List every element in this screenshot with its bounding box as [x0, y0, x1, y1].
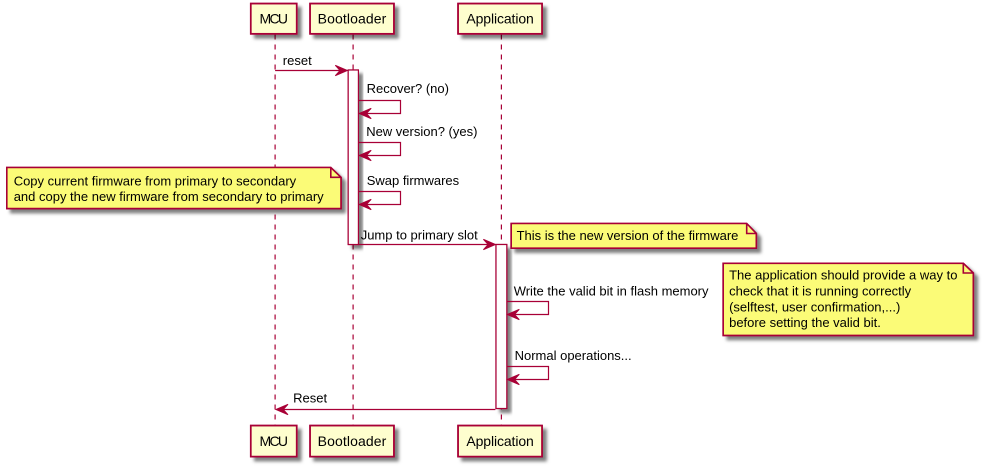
svg-text:New version? (yes): New version? (yes): [366, 124, 477, 139]
svg-text:before setting the valid bit.: before setting the valid bit.: [729, 315, 881, 330]
svg-text:MCU: MCU: [260, 433, 289, 449]
svg-text:reset: reset: [283, 53, 312, 68]
svg-text:check that it is running corre: check that it is running correctly: [729, 284, 912, 299]
svg-text:This is the new version of the: This is the new version of the firmware: [517, 228, 739, 243]
svg-text:Copy current firmware from pri: Copy current firmware from primary to se…: [14, 174, 297, 189]
svg-text:Application: Application: [466, 433, 533, 449]
svg-text:The application should provide: The application should provide a way to: [729, 267, 957, 282]
svg-text:Swap firmwares: Swap firmwares: [367, 173, 460, 188]
svg-text:Bootloader: Bootloader: [318, 433, 387, 449]
svg-text:MCU: MCU: [260, 10, 289, 26]
svg-text:Reset: Reset: [293, 390, 327, 405]
svg-text:Normal operations...: Normal operations...: [515, 348, 632, 363]
svg-text:Application: Application: [466, 10, 533, 26]
svg-text:Jump to primary slot: Jump to primary slot: [361, 227, 478, 242]
svg-text:Bootloader: Bootloader: [318, 10, 387, 26]
svg-text:Write the valid bit in flash m: Write the valid bit in flash memory: [514, 283, 709, 298]
svg-text:(selftest, user confirmation,.: (selftest, user confirmation,...): [729, 300, 900, 315]
svg-text:and copy the new firmware from: and copy the new firmware from secondary…: [14, 189, 324, 204]
svg-text:Recover? (no): Recover? (no): [367, 81, 449, 96]
